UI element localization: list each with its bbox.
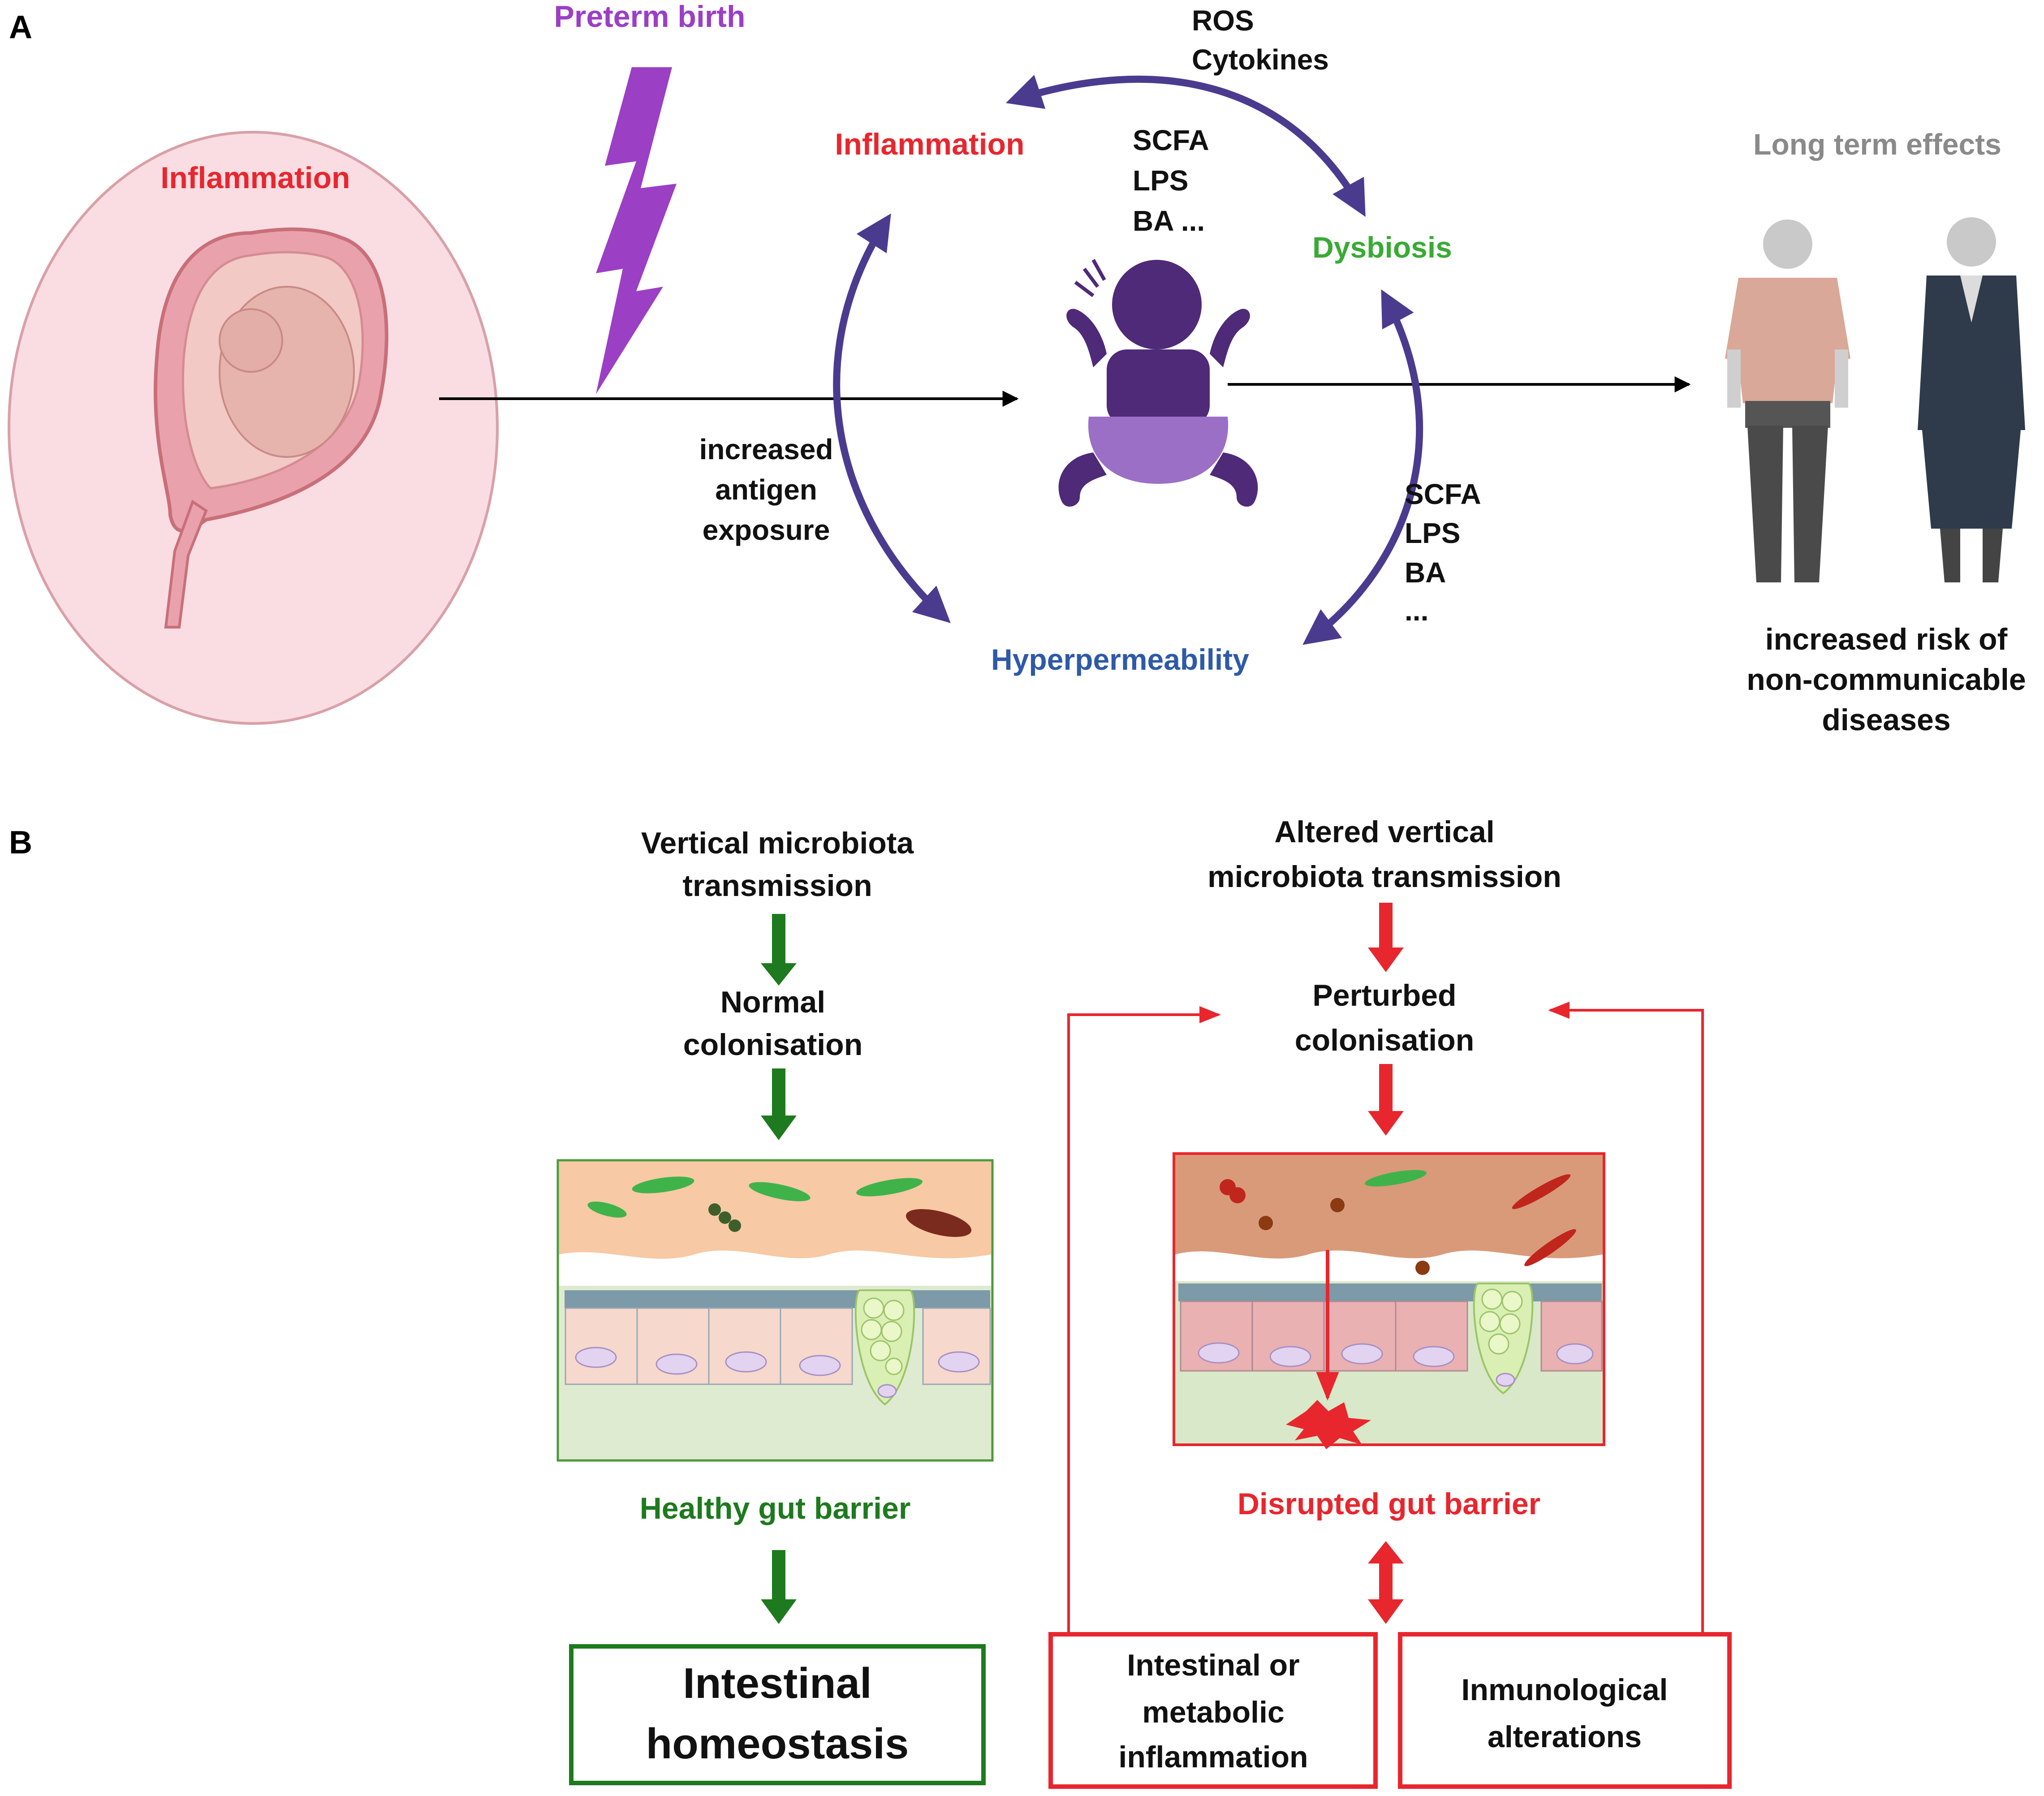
cycle-arrow-top <box>1005 75 1366 217</box>
maternal-inflammation-label: Inflammation <box>160 161 350 195</box>
hyperpermeability-label: Hyperpermeability <box>991 643 1249 676</box>
right-colonisation-line-1: Perturbed <box>1312 978 1456 1012</box>
healthy-gut-illustration <box>556 1159 994 1462</box>
metabolites-right-scfa: SCFA <box>1405 478 1481 510</box>
homeostasis-box <box>569 1644 986 1785</box>
risk-line-1: increased risk of <box>1765 622 2008 656</box>
long-term-effects-label: Long term effects <box>1753 128 2001 161</box>
metabolites-right-lps: LPS <box>1405 517 1460 549</box>
preterm-birth-label: Preterm birth <box>554 0 746 34</box>
immunological-outcome-line-2: alterations <box>1488 1720 1642 1754</box>
lightning-bolt-icon <box>596 67 677 394</box>
ros-label: ROS <box>1192 4 1254 37</box>
left-transmission-line-2: transmission <box>682 869 872 903</box>
red-arrows <box>1368 903 1404 1624</box>
right-transmission-line-2: microbiota transmission <box>1207 860 1561 894</box>
dysbiosis-label: Dysbiosis <box>1312 231 1452 264</box>
inflammation-outcome-box <box>1048 1632 1378 1789</box>
inflammation-label: Inflammation <box>835 127 1024 161</box>
panel-a-label: A <box>9 9 32 45</box>
inflammation-outcome-line-3: inflammation <box>1118 1740 1308 1774</box>
metabolites-top-scfa: SCFA <box>1133 124 1209 156</box>
immunological-outcome-line-1: Inmunological <box>1462 1673 1668 1707</box>
immunological-outcome-box <box>1398 1632 1732 1789</box>
homeostasis-line-2: homeostasis <box>646 1720 909 1768</box>
disrupted-gut-illustration <box>1173 1152 1605 1449</box>
antigen-line-3: exposure <box>703 514 830 546</box>
man-figure-icon <box>1725 220 1850 582</box>
homeostasis-line-1: Intestinal <box>683 1659 871 1707</box>
metabolites-right-etc: ... <box>1405 594 1428 627</box>
cycle-arrow-right <box>1302 289 1423 645</box>
panel-b-label: B <box>9 825 32 861</box>
risk-line-2: non-communicable <box>1746 663 2026 697</box>
left-colonisation-line-2: colonisation <box>683 1028 862 1062</box>
inflammation-outcome-line-1: Intestinal or <box>1127 1648 1299 1682</box>
woman-figure-icon <box>1918 217 2025 582</box>
pregnancy-illustration <box>8 131 499 725</box>
risk-line-3: diseases <box>1822 703 1950 737</box>
metabolites-top-lps: LPS <box>1133 164 1188 197</box>
preterm-baby-icon <box>1058 259 1258 507</box>
green-arrows <box>761 914 797 1624</box>
antigen-line-1: increased <box>699 433 833 465</box>
healthy-gut-barrier-label: Healthy gut barrier <box>640 1491 911 1525</box>
cytokines-label: Cytokines <box>1192 43 1329 76</box>
right-colonisation-line-2: colonisation <box>1295 1023 1474 1057</box>
cycle-arrow-left <box>833 213 951 623</box>
right-transmission-line-1: Altered vertical <box>1274 815 1494 849</box>
inflammation-outcome-line-2: metabolic <box>1142 1695 1284 1729</box>
metabolites-right-ba: BA <box>1405 556 1446 589</box>
antigen-line-2: antigen <box>715 474 817 506</box>
disrupted-gut-barrier-label: Disrupted gut barrier <box>1238 1487 1540 1521</box>
left-colonisation-line-1: Normal <box>720 985 825 1019</box>
left-transmission-line-1: Vertical microbiota <box>641 826 914 860</box>
metabolites-top-ba: BA ... <box>1133 205 1205 237</box>
feedback-lines <box>1067 1001 1704 1633</box>
